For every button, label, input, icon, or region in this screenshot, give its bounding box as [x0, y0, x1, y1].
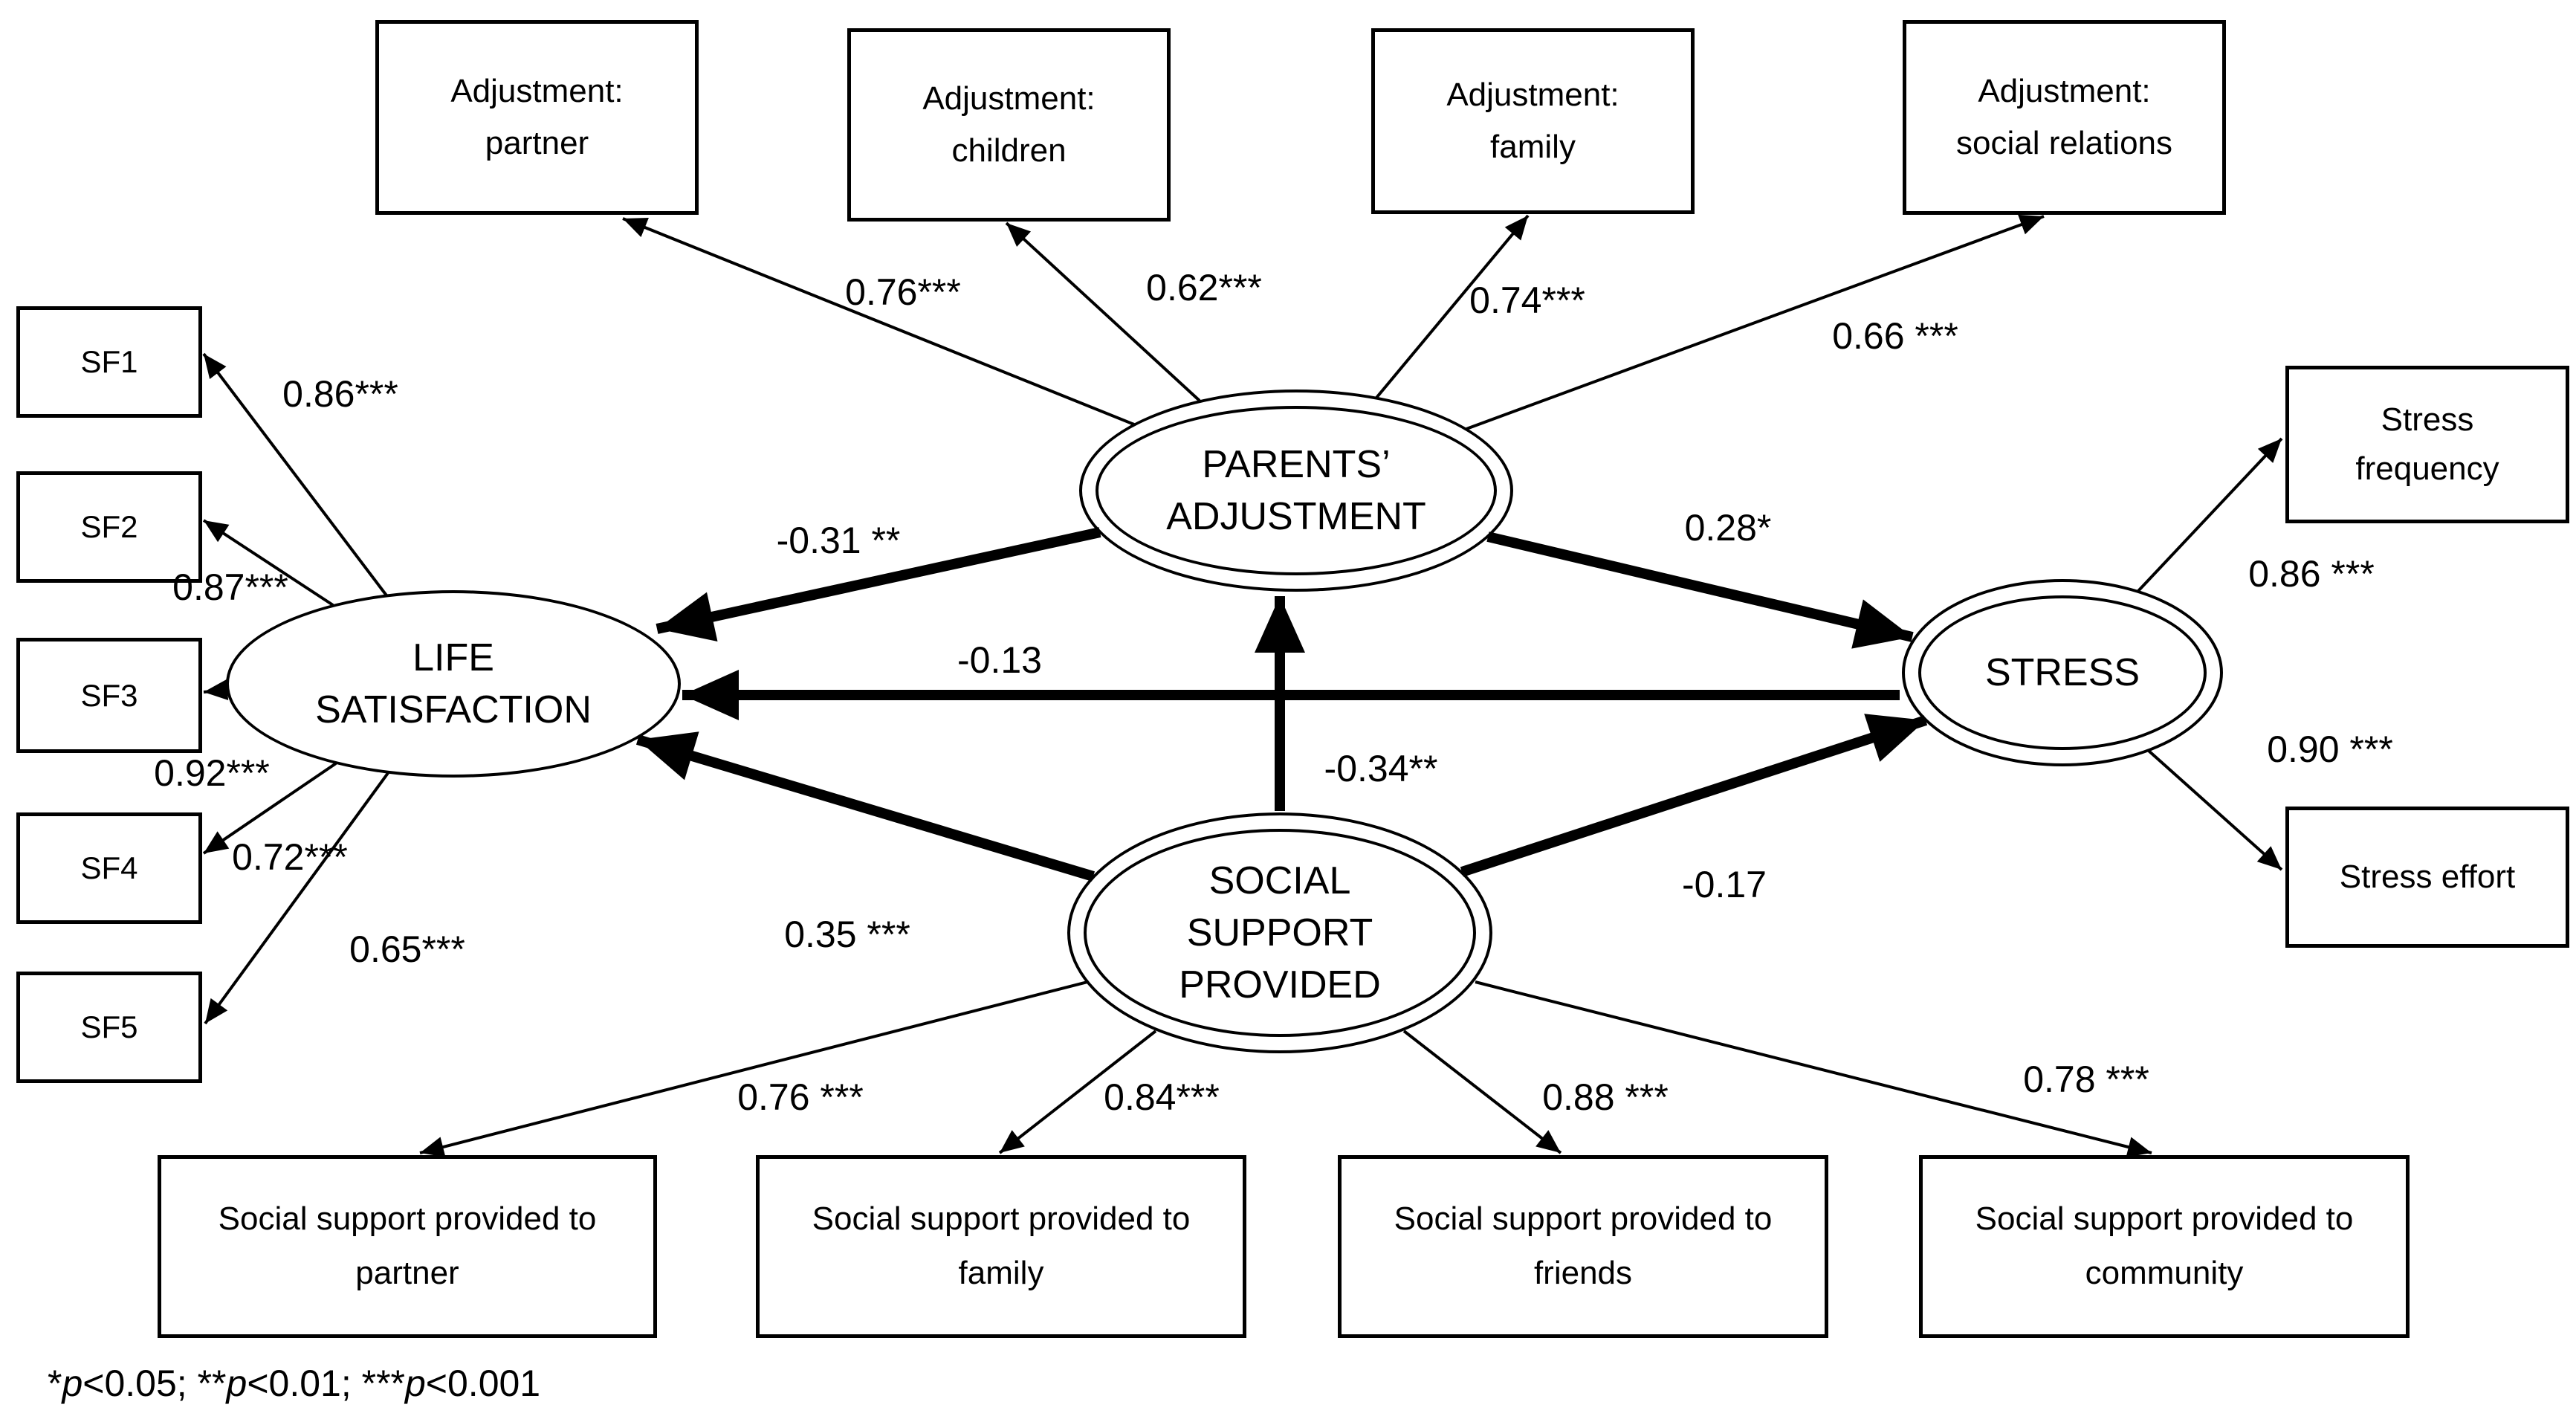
coefficient-label-pa-to-ls: -0.31 **: [776, 520, 901, 561]
coefficient-label-ss-to-social-support-family: 0.84***: [1104, 1076, 1220, 1118]
indicator-social-support-community-label-line: community: [2085, 1255, 2244, 1291]
indicator-adjustment-children-label-line: children: [951, 132, 1067, 169]
indicator-social-support-friends-label-line: Social support provided to: [1394, 1200, 1773, 1238]
indicator-adjustment-children: Adjustment: children: [847, 28, 1171, 222]
indicator-sf2-label-line: SF2: [80, 509, 138, 544]
indicator-sf3: SF3: [16, 638, 202, 753]
latent-parents-adjustment-inner-ellipse: [1096, 406, 1497, 575]
indicator-social-support-friends-label-line: friends: [1533, 1255, 1633, 1291]
latent-social-support-provided-label: SOCIAL SUPPORT PROVIDED: [1070, 815, 1489, 1050]
indicator-adjustment-partner: Adjustment: partner: [375, 20, 699, 215]
indicator-stress-frequency-label-line: frequency: [2355, 450, 2499, 487]
footnote-text-segment: <0.01;: [247, 1363, 362, 1404]
coefficient-label-stress-to-stress-effort: 0.90 ***: [2267, 728, 2393, 770]
indicator-sf5: SF5: [16, 972, 202, 1083]
indicator-adjustment-partner-label-line: partner: [485, 125, 589, 161]
coefficient-label-ss-to-social-support-friends: 0.88 ***: [1542, 1076, 1669, 1118]
indicator-adjustment-partner-label-line: Adjustment:: [450, 72, 624, 109]
footnote-text-segment: ***: [361, 1363, 405, 1404]
footnote-p-symbol: p: [226, 1363, 247, 1404]
indicator-social-support-community-label-line: Social support provided to: [1975, 1200, 2354, 1238]
indicator-adjustment-children-label-line: Adjustment:: [922, 80, 1096, 117]
indicator-social-support-friends: Social support provided to friends: [1338, 1155, 1828, 1338]
indicator-sf3-label-line: SF3: [80, 677, 138, 713]
coefficient-label-ss-to-social-support-partner: 0.76 ***: [737, 1076, 864, 1118]
latent-life-satisfaction-label: LIFE SATISFACTION: [229, 593, 678, 775]
footnote-text-segment: <0.05;: [82, 1363, 198, 1404]
latent-parents-adjustment-label: PARENTS’ ADJUSTMENT: [1082, 392, 1510, 589]
coefficient-label-ls-to-sf4: 0.72***: [232, 836, 348, 878]
indicator-social-support-family: Social support provided to family: [756, 1155, 1246, 1338]
indicator-sf4-label-line: SF4: [80, 850, 138, 885]
coefficient-label-ls-to-sf5: 0.65***: [349, 928, 465, 970]
coefficient-label-ss-to-ls: 0.35 ***: [784, 914, 910, 955]
indicator-sf4: SF4: [16, 812, 202, 924]
indicator-stress-effort-label-line: Stress effort: [2339, 859, 2516, 895]
indicator-adjustment-social-relations-label-line: Adjustment:: [1978, 72, 2151, 109]
footnote-text-segment: **: [197, 1363, 227, 1404]
footnote-p-symbol: p: [404, 1363, 426, 1404]
indicator-social-support-community: Social support provided to community: [1919, 1155, 2410, 1338]
latent-social-support-provided: SOCIAL SUPPORT PROVIDED: [1067, 812, 1492, 1053]
indicator-adjustment-social-relations: Adjustment: social relations: [1903, 20, 2226, 215]
latent-social-support-provided-label-line: SOCIAL: [1208, 859, 1351, 902]
coefficient-label-pa-to-adjustment-social-relations: 0.66 ***: [1832, 315, 1958, 357]
indicator-adjustment-family-label-line: Adjustment:: [1446, 76, 1619, 113]
coefficient-label-pa-to-adjustment-children: 0.62***: [1146, 267, 1262, 308]
footnote-p-symbol: p: [62, 1363, 83, 1404]
significance-footnote: *p<0.05; **p<0.01; ***p<0.001: [48, 1362, 540, 1405]
latent-parents-adjustment-label-line: PARENTS’: [1202, 442, 1391, 486]
latent-social-support-provided-label-line: PROVIDED: [1179, 963, 1381, 1007]
indicator-sf1: SF1: [16, 306, 202, 418]
latent-life-satisfaction-label-line: LIFE: [412, 636, 494, 679]
indicator-social-support-partner-label-line: partner: [355, 1255, 459, 1291]
coefficient-label-ls-to-sf3: 0.92***: [154, 752, 270, 794]
coefficient-label-pa-to-adjustment-partner: 0.76***: [845, 271, 961, 313]
indicator-stress-effort: Stress effort: [2285, 807, 2569, 948]
footnote-text-segment: *: [48, 1363, 62, 1404]
latent-parents-adjustment-label-line: ADJUSTMENT: [1166, 495, 1426, 538]
latent-life-satisfaction: LIFE SATISFACTION: [226, 590, 681, 778]
indicator-adjustment-family-label-line: family: [1490, 129, 1576, 165]
latent-parents-adjustment: PARENTS’ ADJUSTMENT: [1079, 390, 1513, 592]
indicator-adjustment-social-relations-label-line: social relations: [1955, 125, 2173, 161]
latent-social-support-provided-label-line: SUPPORT: [1186, 911, 1373, 954]
coefficient-label-ss-to-pa: -0.34**: [1324, 748, 1438, 789]
coefficient-label-stress-to-ls: -0.13: [957, 639, 1042, 681]
coefficient-label-ss-to-social-support-community: 0.78 ***: [2023, 1059, 2149, 1100]
coefficient-label-ls-to-sf1: 0.86***: [282, 373, 398, 415]
indicator-social-support-family-label-line: Social support provided to: [812, 1200, 1191, 1238]
latent-social-support-provided-inner-ellipse: [1084, 829, 1476, 1037]
latent-stress-inner-ellipse: [1918, 595, 2207, 750]
indicator-sf1-label-line: SF1: [80, 344, 138, 379]
coefficient-label-pa-to-stress: 0.28*: [1684, 507, 1772, 549]
latent-life-satisfaction-label-line: SATISFACTION: [315, 688, 592, 731]
indicator-adjustment-family: Adjustment: family: [1371, 28, 1695, 214]
indicator-stress-frequency-label-line: Stress: [2381, 401, 2474, 438]
coefficient-label-ss-to-stress: -0.17: [1682, 864, 1767, 905]
coefficient-label-ls-to-sf2: 0.87***: [172, 566, 288, 608]
indicator-sf2: SF2: [16, 471, 202, 583]
footnote-text-segment: <0.001: [425, 1363, 541, 1404]
indicator-sf5-label-line: SF5: [80, 1009, 138, 1044]
indicator-stress-frequency: Stress frequency: [2285, 366, 2569, 523]
indicator-social-support-partner-label-line: Social support provided to: [218, 1200, 597, 1238]
latent-stress-label-line: STRESS: [1984, 650, 2140, 694]
latent-stress-label: STRESS: [1905, 582, 2220, 763]
latent-stress: STRESS: [1902, 579, 2223, 766]
indicator-social-support-family-label-line: family: [958, 1255, 1044, 1291]
indicator-social-support-partner: Social support provided to partner: [158, 1155, 657, 1338]
coefficient-label-stress-to-stress-frequency: 0.86 ***: [2248, 553, 2375, 595]
coefficient-label-pa-to-adjustment-family: 0.74***: [1469, 279, 1585, 321]
